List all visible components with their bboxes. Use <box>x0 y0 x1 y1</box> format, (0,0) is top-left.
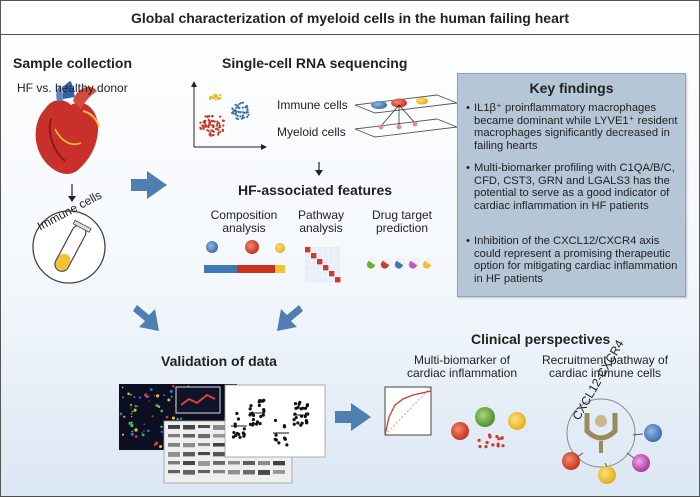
cell-planes <box>354 94 458 138</box>
key-findings-heading: Key findings <box>529 80 614 96</box>
roc-curve <box>384 386 432 436</box>
arrow-scrna-down <box>315 170 323 176</box>
biomarker-cells <box>451 407 526 449</box>
validation-heading: Validation of data <box>161 353 277 369</box>
scrna-heading: Single-cell RNA sequencing <box>222 55 408 71</box>
key-finding-1: •IL1β⁺ proinflammatory macrophages becam… <box>466 102 678 152</box>
sample-heading: Sample collection <box>13 55 133 71</box>
arrow-sample-validation <box>133 305 159 331</box>
title-bar: Global characterization of myeloid cells… <box>1 1 699 35</box>
myeloid-cells-label: Myeloid cells <box>277 125 346 139</box>
composition-graphic <box>204 240 285 273</box>
sample-subtitle: HF vs. healthy donor <box>17 81 128 95</box>
key-finding-2: •Multi-biomarker profiling with C1QA/B/C… <box>466 162 675 212</box>
key-findings-box: Key findings •IL1β⁺ proinflammatory macr… <box>457 73 686 297</box>
tsne-plot <box>191 81 267 150</box>
features-heading: HF-associated features <box>238 182 393 198</box>
figure-title: Global characterization of myeloid cells… <box>131 9 569 26</box>
clinical-heading: Clinical perspectives <box>471 331 611 347</box>
arrow-to-clinical <box>335 403 371 431</box>
receptor-diagram <box>562 398 662 484</box>
heart-icon <box>35 81 100 174</box>
pathway-grid <box>305 247 341 283</box>
key-finding-3: •Inhibition of the CXCL12/CXCR4 axis cou… <box>466 235 678 285</box>
immune-cells-label: Immune cells <box>277 98 348 112</box>
validation-images <box>119 384 326 484</box>
arrow-to-features <box>131 171 167 199</box>
tube-icon <box>32 210 106 284</box>
drug-pills <box>366 255 435 269</box>
arrow-features-validation <box>277 305 303 331</box>
